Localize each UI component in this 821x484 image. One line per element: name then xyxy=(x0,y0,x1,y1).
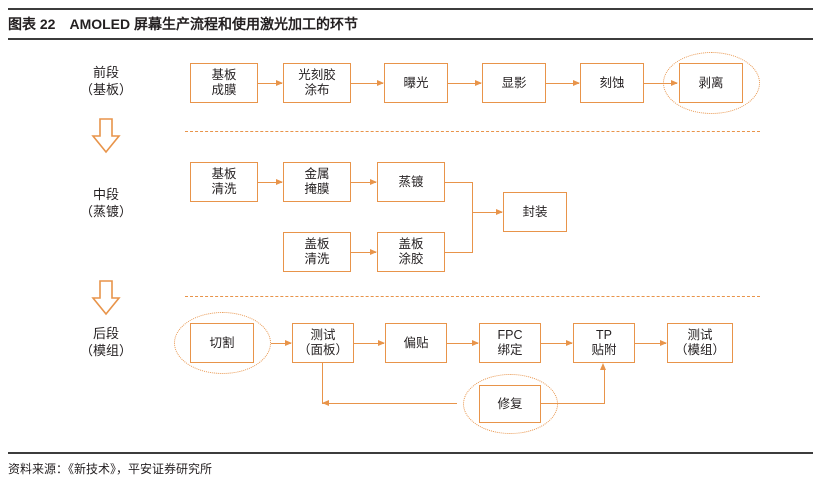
box-label-line2: 清洗 xyxy=(211,182,237,196)
connector-front-3-4 xyxy=(448,78,482,87)
connector-front-1-2 xyxy=(258,78,283,87)
connector-back-1-2 xyxy=(271,338,292,347)
connector-repair-return-horizontal xyxy=(541,403,605,405)
process-box-front-1[interactable]: 基板 成膜 xyxy=(190,63,258,103)
connector-merge-bottom xyxy=(445,252,473,254)
box-label-line1: 刻蚀 xyxy=(599,75,625,90)
box-label-line1: 蒸镀 xyxy=(398,174,424,189)
box-label-line1: 金属 xyxy=(304,167,330,181)
box-label-line1: 测试 xyxy=(310,328,336,342)
process-box-mid-bottom-2[interactable]: 盖板 涂胶 xyxy=(377,232,445,272)
box-label-line1: 盖板 xyxy=(398,237,424,251)
box-label-line1: 偏贴 xyxy=(403,335,429,350)
connector-repair-horizontal xyxy=(322,403,457,405)
connector-mid-top-1-2 xyxy=(258,177,283,186)
box-label-line1: 盖板 xyxy=(304,237,330,251)
box-label-line1: 基板 xyxy=(211,68,237,82)
box-label-line1: 封装 xyxy=(522,204,548,219)
figure-header: 图表 22 AMOLED 屏幕生产流程和使用激光加工的环节 xyxy=(8,8,813,40)
process-box-mid-top-3[interactable]: 蒸镀 xyxy=(377,162,445,202)
connector-back-2-3 xyxy=(354,338,385,347)
box-label-line1: 基板 xyxy=(211,167,237,181)
box-label-line1: 显影 xyxy=(501,75,527,90)
box-label-line2: 涂布 xyxy=(304,83,330,97)
process-box-mid-top-2[interactable]: 金属 掩膜 xyxy=(283,162,351,202)
process-box-back-4[interactable]: FPC 绑定 xyxy=(479,323,541,363)
flow-down-arrow-1 xyxy=(91,118,121,154)
connector-repair-arrowhead-left xyxy=(322,400,329,406)
connector-back-4-5 xyxy=(541,338,573,347)
connector-front-2-3 xyxy=(351,78,384,87)
connector-merge-to-package xyxy=(472,207,503,216)
stage-mid-line2: （蒸镀） xyxy=(79,204,132,219)
section-divider-2 xyxy=(185,296,760,297)
box-label-line1: FPC xyxy=(497,328,523,342)
box-label-line1: 测试 xyxy=(687,328,713,342)
box-label-line2: 掩膜 xyxy=(304,182,330,196)
process-box-repair[interactable]: 修复 xyxy=(479,385,541,423)
box-label-line1: 修复 xyxy=(497,396,523,411)
box-label-line1: 光刻胶 xyxy=(298,68,336,82)
stage-front-line2: （基板） xyxy=(79,82,132,97)
stage-label-back: 后段 （模组） xyxy=(58,325,154,359)
connector-repair-arrowhead-up xyxy=(600,363,606,370)
connector-front-5-6 xyxy=(644,78,678,87)
stage-back-line2: （模组） xyxy=(79,343,132,358)
stage-back-line1: 后段 xyxy=(92,326,119,341)
process-box-back-5[interactable]: TP 贴附 xyxy=(573,323,635,363)
section-divider-1 xyxy=(185,131,760,132)
source-text: 资料来源：《新技术》，平安证券研究所 xyxy=(8,462,213,476)
process-box-front-4[interactable]: 显影 xyxy=(482,63,546,103)
stage-label-mid: 中段 （蒸镀） xyxy=(58,186,154,220)
connector-mid-bottom-1-2 xyxy=(351,247,377,256)
box-label-line1: 切割 xyxy=(209,335,235,350)
box-label-line1: 剥离 xyxy=(698,75,724,90)
process-box-mid-bottom-1[interactable]: 盖板 清洗 xyxy=(283,232,351,272)
box-label-line2: 涂胶 xyxy=(398,252,424,266)
box-label-line2: 绑定 xyxy=(497,343,523,357)
box-label-line2: 贴附 xyxy=(591,343,617,357)
box-label-line2: 清洗 xyxy=(304,252,330,266)
process-box-back-1[interactable]: 切割 xyxy=(190,323,254,363)
connector-mid-top-2-3 xyxy=(351,177,377,186)
flow-down-arrow-2 xyxy=(91,280,121,316)
connector-merge-top xyxy=(445,182,473,184)
box-label-line1: 曝光 xyxy=(403,75,429,90)
connector-repair-vertical xyxy=(322,363,324,404)
figure-footer: 资料来源：《新技术》，平安证券研究所 xyxy=(8,452,813,478)
box-label-line1: TP xyxy=(596,328,612,342)
box-label-line2: 成膜 xyxy=(211,83,237,97)
figure-number: 图表 22 xyxy=(8,16,56,32)
process-box-back-2[interactable]: 测试 （面板） xyxy=(292,323,354,363)
process-box-package[interactable]: 封装 xyxy=(503,192,567,232)
stage-mid-line1: 中段 xyxy=(92,187,119,202)
process-box-back-6[interactable]: 测试 （模组） xyxy=(667,323,733,363)
process-box-front-2[interactable]: 光刻胶 涂布 xyxy=(283,63,351,103)
process-box-back-3[interactable]: 偏贴 xyxy=(385,323,447,363)
connector-back-5-6 xyxy=(635,338,667,347)
stage-front-line1: 前段 xyxy=(92,65,119,80)
stage-label-front: 前段 （基板） xyxy=(58,64,154,98)
figure-title: AMOLED 屏幕生产流程和使用激光加工的环节 xyxy=(69,16,359,32)
connector-back-3-4 xyxy=(447,338,479,347)
process-box-front-3[interactable]: 曝光 xyxy=(384,63,448,103)
process-box-front-6[interactable]: 剥离 xyxy=(679,63,743,103)
connector-merge-vertical xyxy=(472,182,474,252)
process-box-mid-top-1[interactable]: 基板 清洗 xyxy=(190,162,258,202)
connector-repair-return-vertical xyxy=(604,369,606,404)
process-box-front-5[interactable]: 刻蚀 xyxy=(580,63,644,103)
box-label-line2: （模组） xyxy=(674,343,725,357)
box-label-line2: （面板） xyxy=(297,343,348,357)
connector-front-4-5 xyxy=(546,78,580,87)
